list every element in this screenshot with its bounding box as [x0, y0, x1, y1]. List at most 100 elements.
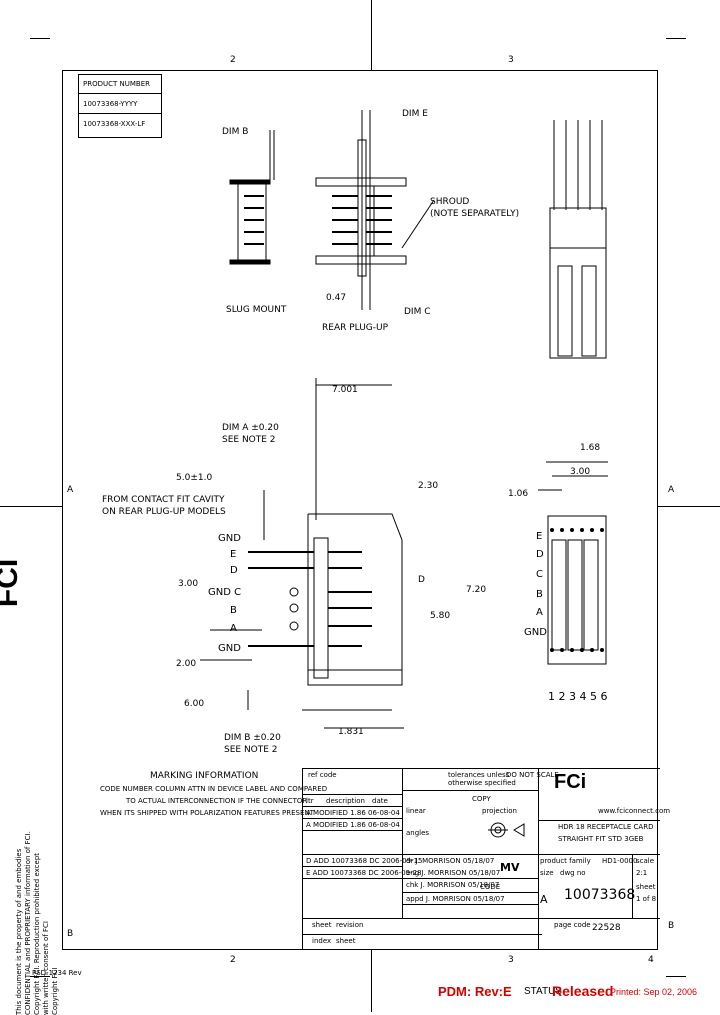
- dim-106: 1.06: [508, 489, 529, 499]
- zone-right-b: B: [668, 921, 675, 931]
- code-label: CODE: [480, 883, 501, 891]
- rear-plug-up-label: REAR PLUG-UP: [322, 323, 389, 333]
- product-number-table: PRODUCT NUMBER 10073368-YYYY 10073368-XX…: [78, 74, 162, 138]
- dim-580: 5.80: [430, 611, 451, 621]
- dim-c-label: DIM C: [404, 307, 431, 317]
- dim-7001: 7.001: [332, 385, 358, 395]
- rev-row-3: D ADD 10073368 DC 2006-09-15: [306, 857, 423, 865]
- scale-label: scale: [636, 857, 655, 865]
- zone-bottom-4: 4: [648, 955, 654, 965]
- status-label: STATUS: [524, 986, 562, 997]
- pdm-rev: PDM: Rev:E: [438, 984, 512, 999]
- dim-5410: 5.0±1.0: [176, 473, 213, 483]
- dim-168: 1.68: [580, 443, 601, 453]
- size-label: size: [540, 869, 554, 877]
- dim-e-label: DIM E: [402, 109, 428, 119]
- chk-label: chk J. MORRISON 05/18/07: [406, 881, 500, 889]
- dim-1831: 1.831: [338, 727, 364, 737]
- product-family-label: product family: [540, 857, 591, 865]
- product-number-row-2: 10073368-XXX-LF: [83, 120, 146, 128]
- front-row-e: E: [536, 531, 543, 542]
- title-block: ref code tolerances unless otherwise spe…: [302, 768, 670, 950]
- zone-bottom-2: 2: [230, 955, 236, 965]
- front-row-d: D: [536, 549, 544, 560]
- sheet-label: sheet: [636, 883, 656, 891]
- engineering-drawing: [200, 110, 608, 729]
- shroud-note: (NOTE SEPARATELY): [430, 209, 520, 219]
- page-code-label: page code: [554, 921, 591, 929]
- pin-label-gnd-top: GND: [218, 533, 241, 544]
- product-family-value: HD1-0000: [602, 857, 638, 865]
- rev-header-desc: description: [326, 797, 365, 805]
- zone-left-b: B: [67, 929, 74, 939]
- tolerances-label-2: otherwise specified: [448, 779, 516, 787]
- pin-label-gnd-c: GND C: [208, 587, 242, 598]
- marking-info-line-2: TO ACTUAL INTERCONNECTION IF THE CONNECT…: [126, 797, 308, 805]
- zone-bottom-3: 3: [508, 955, 514, 965]
- col-1: 1: [548, 690, 555, 703]
- projection-label: projection: [482, 807, 517, 815]
- note-contact-1: FROM CONTACT FIT CAVITY: [102, 495, 225, 505]
- rev-row-1: A MODIFIED 1.86 06-08-04: [306, 809, 400, 817]
- col-4: 4: [579, 690, 587, 703]
- dim-720: 7.20: [466, 585, 487, 595]
- drawing-title-1: HDR 18 RECEPTACLE CARD: [558, 823, 654, 831]
- slug-mount-label: SLUG MOUNT: [226, 305, 287, 315]
- rev-header-ltr: ltr: [306, 797, 314, 805]
- marking-info-line-1: CODE NUMBER COLUMN ATTN IN DEVICE LABEL …: [100, 785, 328, 793]
- drawing-title-2: STRAIGHT FIT STD 3GEB: [558, 835, 644, 843]
- front-row-a: A: [536, 607, 543, 618]
- confidential-notice: This document is the property of and emb…: [15, 831, 59, 1015]
- product-number-header: PRODUCT NUMBER: [83, 80, 150, 88]
- col-5: 5: [590, 690, 597, 703]
- mv-mark: MV: [500, 861, 520, 874]
- printed-date: Printed: Sep 02, 2006: [610, 987, 698, 997]
- pin-label-gnd-bottom: GND: [218, 643, 241, 654]
- dim-a-tol: DIM A ±0.20: [222, 423, 279, 433]
- scale-value: 2:1: [636, 869, 648, 877]
- zone-top-3: 3: [508, 55, 514, 65]
- page-code-value: 22528: [592, 923, 621, 933]
- pin-label-b: B: [230, 605, 237, 616]
- see-note-a: SEE NOTE 2: [222, 435, 276, 445]
- product-number-row-1: 10073368-YYYY: [83, 100, 138, 108]
- zone-left-a: A: [67, 485, 74, 495]
- dwg-no-value: 10073368: [564, 887, 636, 903]
- drawn-label: dr J. MORRISON 05/18/07: [406, 857, 495, 865]
- dim-300-front: 3.00: [570, 467, 591, 477]
- dim-b-tol: DIM B ±0.20: [224, 733, 281, 743]
- marking-info-title: MARKING INFORMATION: [150, 771, 259, 781]
- appd-label: appd J. MORRISON 05/18/07: [406, 895, 505, 903]
- zone-right-a: A: [668, 485, 675, 495]
- fci-title-logo: FCi: [554, 771, 587, 793]
- note-contact-2: ON REAR PLUG-UP MODELS: [102, 507, 226, 517]
- rev-header-date: date: [372, 797, 388, 805]
- status-value: Released: [552, 983, 614, 999]
- col-6: 6: [600, 690, 608, 703]
- footer-revision: revision: [336, 921, 364, 929]
- left-sheet-code: PSD-1234 Rev: [32, 969, 82, 977]
- front-row-c: C: [536, 569, 543, 580]
- footer-index: index: [312, 937, 332, 945]
- front-row-gnd: GND: [524, 627, 547, 638]
- projection-symbol-icon: [488, 822, 525, 838]
- shroud-label: SHROUD: [430, 197, 470, 207]
- rev-row-4: E ADD 10073368 DC 2006-09-28: [306, 869, 422, 877]
- col-3: 3: [569, 690, 576, 703]
- dim-600: 6.00: [184, 699, 205, 709]
- dim-047-label: 0.47: [326, 293, 347, 303]
- rev-row-2: A MODIFIED 1.86 06-08-04: [306, 821, 400, 829]
- pin-label-e: E: [230, 549, 237, 560]
- col-2: 2: [558, 690, 566, 703]
- size-value: A: [540, 893, 548, 906]
- see-note-b: SEE NOTE 2: [224, 745, 278, 755]
- zone-top-2: 2: [230, 55, 236, 65]
- sheet-border: [62, 70, 658, 950]
- dim-d-side: D: [418, 575, 425, 585]
- dim-300: 3.00: [178, 579, 199, 589]
- linear-label: linear: [406, 807, 426, 815]
- dont-scale-label: DO NOT SCALE: [506, 771, 559, 779]
- footer-index-sheet: sheet: [336, 937, 356, 945]
- sheet-value: 1 of 8: [636, 895, 657, 903]
- dim-230: 2.30: [418, 481, 439, 491]
